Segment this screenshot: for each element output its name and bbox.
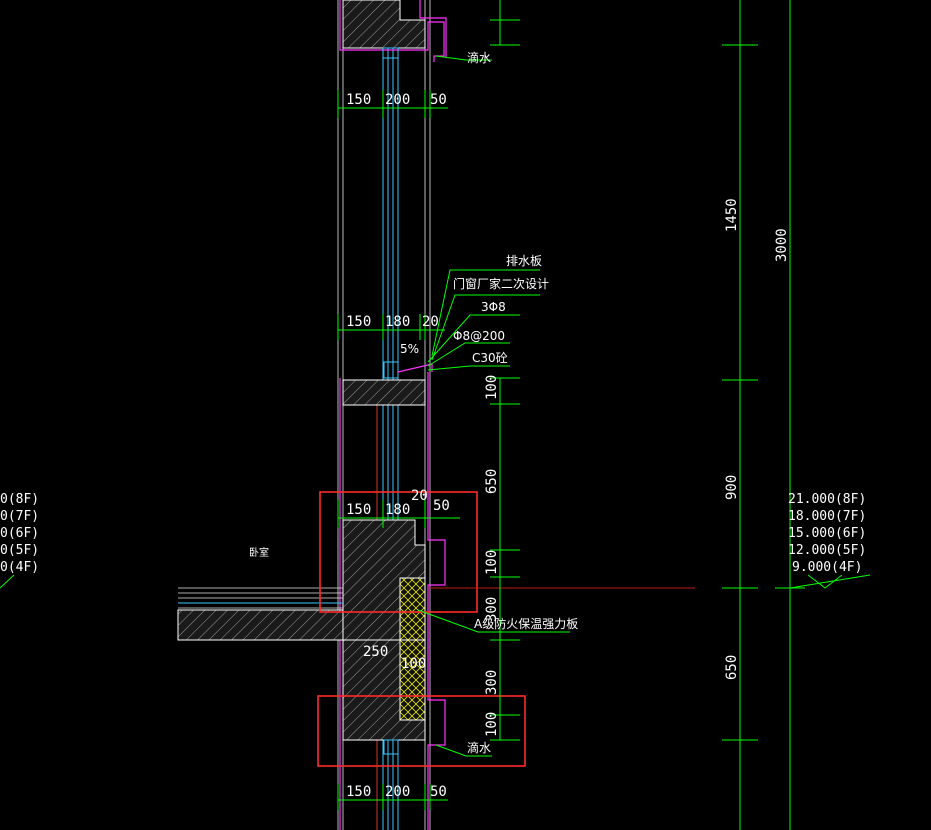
dim-bottom-3: 50 (430, 784, 447, 800)
lower-window-head (383, 739, 399, 755)
upper-window-head (339, 0, 447, 62)
dim-overall-1: 1450 (724, 198, 740, 232)
label-concrete: C30砼 (472, 351, 508, 365)
label-drip-bottom: 滴水 (467, 740, 491, 755)
dim-slope: 5% (400, 342, 419, 356)
highlight-box-beam (319, 491, 478, 613)
label-bedroom: 卧室 (249, 546, 269, 559)
elevation-text-left: 0(8F) 0(7F) 0(6F) 0(5F) 0(4F) (0, 492, 39, 575)
dim-v-3: 100 (484, 550, 500, 575)
dim-sill-1: 150 (346, 314, 371, 330)
dim-overall-3: 650 (724, 655, 740, 680)
elevation-6f: 15.000(6F) (788, 526, 866, 541)
dim-v-6: 100 (484, 712, 500, 737)
elevation-left-5f: 0(5F) (0, 543, 39, 558)
horizontal-dimensions (337, 90, 460, 810)
elevation-left-6f: 0(6F) (0, 526, 39, 541)
dim-top-3: 50 (430, 92, 447, 108)
floor-beam (177, 519, 426, 741)
elevation-5f: 12.000(5F) (788, 543, 866, 558)
dim-sill-3: 20 (422, 314, 439, 330)
dim-v-2: 650 (484, 469, 500, 494)
label-drip-top: 滴水 (467, 50, 491, 65)
dim-v-4: 300 (484, 597, 500, 622)
dim-slab-width: 250 (363, 644, 388, 660)
dimension-text: 150 200 50 150 180 20 150 180 20 50 150 … (346, 92, 790, 800)
annotation-leaders (417, 55, 570, 757)
elevation-left-7f: 0(7F) (0, 509, 39, 524)
dim-beam-4: 50 (433, 498, 450, 514)
dim-beam-3: 20 (411, 488, 428, 504)
dim-bottom-1: 150 (346, 784, 371, 800)
elevation-4f: 9.000(4F) (792, 560, 862, 575)
dim-floor-height: 3000 (774, 228, 790, 262)
label-insulation-board: A级防火保温强力板 (474, 616, 578, 631)
dim-beam-2: 180 (385, 502, 410, 518)
elevation-left-4f: 0(4F) (0, 560, 39, 575)
elevation-left-8f: 0(8F) (0, 492, 39, 507)
dim-bottom-2: 200 (385, 784, 410, 800)
elevation-8f: 21.000(8F) (788, 492, 866, 507)
dim-v-1: 100 (484, 375, 500, 400)
label-window-note: 门窗厂家二次设计 (453, 276, 549, 291)
wall-guide-lines (337, 0, 431, 830)
elevation-text-right: 21.000(8F) 18.000(7F) 15.000(6F) 12.000(… (788, 492, 866, 575)
dim-overall-2: 900 (724, 475, 740, 500)
annotation-text: 滴水 排水板 门窗厂家二次设计 3Φ8 Φ8@200 C30砼 A级防火保温强力… (249, 50, 578, 755)
highlight-box-drip (317, 695, 526, 767)
elevation-7f: 18.000(7F) (788, 509, 866, 524)
dim-v-5: 300 (484, 670, 500, 695)
vertical-dimensions (490, 0, 805, 830)
elevation-markers (0, 574, 871, 589)
dim-top-1: 150 (346, 92, 371, 108)
dim-top-2: 200 (385, 92, 410, 108)
label-drainage-board: 排水板 (506, 254, 542, 268)
floor-finish (178, 587, 343, 610)
dim-sill-2: 180 (385, 314, 410, 330)
dim-insulation-width: 100 (401, 656, 426, 672)
dim-beam-1: 150 (346, 502, 371, 518)
label-rebar-main: 3Φ8 (481, 300, 506, 314)
label-rebar-stirrup: Φ8@200 (453, 329, 505, 343)
